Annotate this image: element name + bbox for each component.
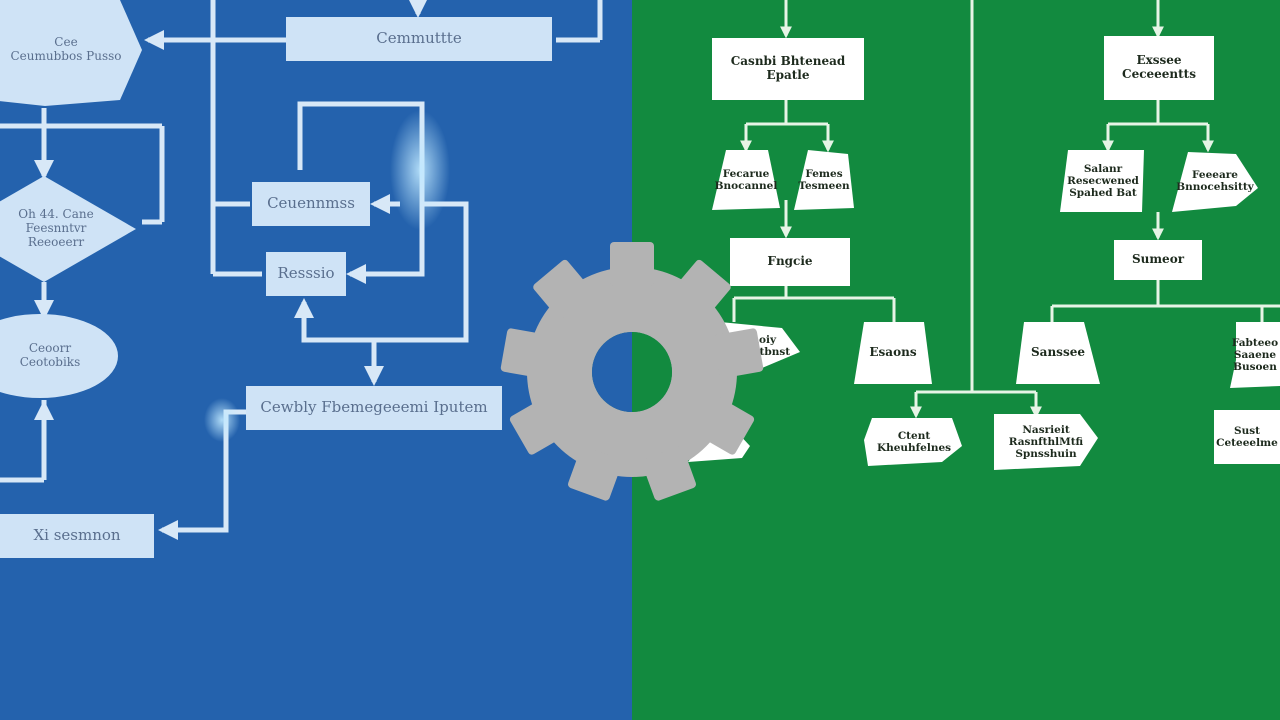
- glow-light: [390, 110, 450, 230]
- gear-icon: [500, 242, 764, 501]
- right-trapezoid-1: [712, 150, 780, 210]
- right-bubble-4: [994, 414, 1098, 470]
- inner-bottom-box: [266, 252, 346, 296]
- right-middle-box-2: [1114, 240, 1202, 280]
- right-flowchart-canvas: [632, 0, 1280, 720]
- right-top-box-2: [1104, 36, 1214, 100]
- top-center-box: [286, 17, 552, 61]
- right-trapezoid-5: [1016, 322, 1100, 384]
- right-top-box-1: [712, 38, 864, 100]
- bottom-box: [0, 514, 154, 558]
- bottom-left-oval: [0, 314, 118, 398]
- glow-light: [204, 398, 240, 442]
- middle-diamond: [0, 176, 136, 282]
- right-bubble-3: [864, 418, 962, 466]
- right-shape-edge: [1230, 322, 1280, 388]
- top-left-hexagon: [0, 0, 142, 106]
- wide-box: [246, 386, 502, 430]
- right-trapezoid-4: [1172, 152, 1258, 212]
- right-middle-box-1: [730, 238, 850, 286]
- inner-top-box: [252, 182, 370, 226]
- right-box-3: [1060, 150, 1144, 212]
- right-connectors: [732, 0, 1280, 419]
- right-bottom-box-edge: [1214, 410, 1280, 464]
- left-connectors: [0, 0, 603, 540]
- right-trapezoid-3: [854, 322, 932, 384]
- right-trapezoid-2: [794, 150, 854, 210]
